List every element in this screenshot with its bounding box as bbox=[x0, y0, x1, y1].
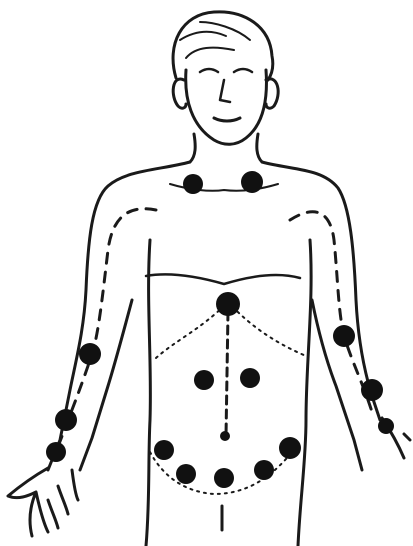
nose bbox=[220, 80, 230, 102]
mouth bbox=[214, 118, 240, 121]
left-eye bbox=[200, 69, 218, 72]
hair-outline bbox=[173, 12, 273, 80]
point-marker bbox=[220, 431, 230, 441]
left-inner-arm bbox=[80, 300, 132, 470]
point-marker bbox=[279, 437, 301, 459]
chest-line bbox=[146, 274, 300, 284]
face-outline bbox=[186, 70, 267, 144]
left-hand bbox=[8, 468, 78, 536]
right-arm-dashed-line bbox=[290, 212, 372, 412]
point-marker bbox=[241, 171, 263, 193]
point-marker bbox=[214, 468, 234, 488]
point-marker bbox=[216, 292, 240, 316]
point-marker bbox=[240, 368, 260, 388]
point-marker bbox=[254, 460, 274, 480]
center-dashed-line bbox=[226, 312, 228, 436]
right-torso-side bbox=[298, 240, 311, 546]
point-marker bbox=[46, 442, 66, 462]
left-ear bbox=[173, 79, 186, 108]
right-inner-arm bbox=[312, 300, 362, 470]
point-marker bbox=[79, 343, 101, 365]
point-marker bbox=[154, 440, 174, 460]
head bbox=[173, 12, 278, 144]
point-marker bbox=[194, 370, 214, 390]
point-marker bbox=[333, 325, 355, 347]
neck bbox=[190, 134, 262, 162]
point-marker bbox=[183, 174, 203, 194]
hair-strands bbox=[180, 22, 250, 58]
left-torso-side bbox=[146, 240, 150, 546]
point-marker bbox=[176, 464, 196, 484]
point-marker bbox=[378, 418, 394, 434]
point-marker bbox=[361, 379, 383, 401]
right-eye bbox=[234, 69, 252, 72]
point-marker bbox=[55, 409, 77, 431]
